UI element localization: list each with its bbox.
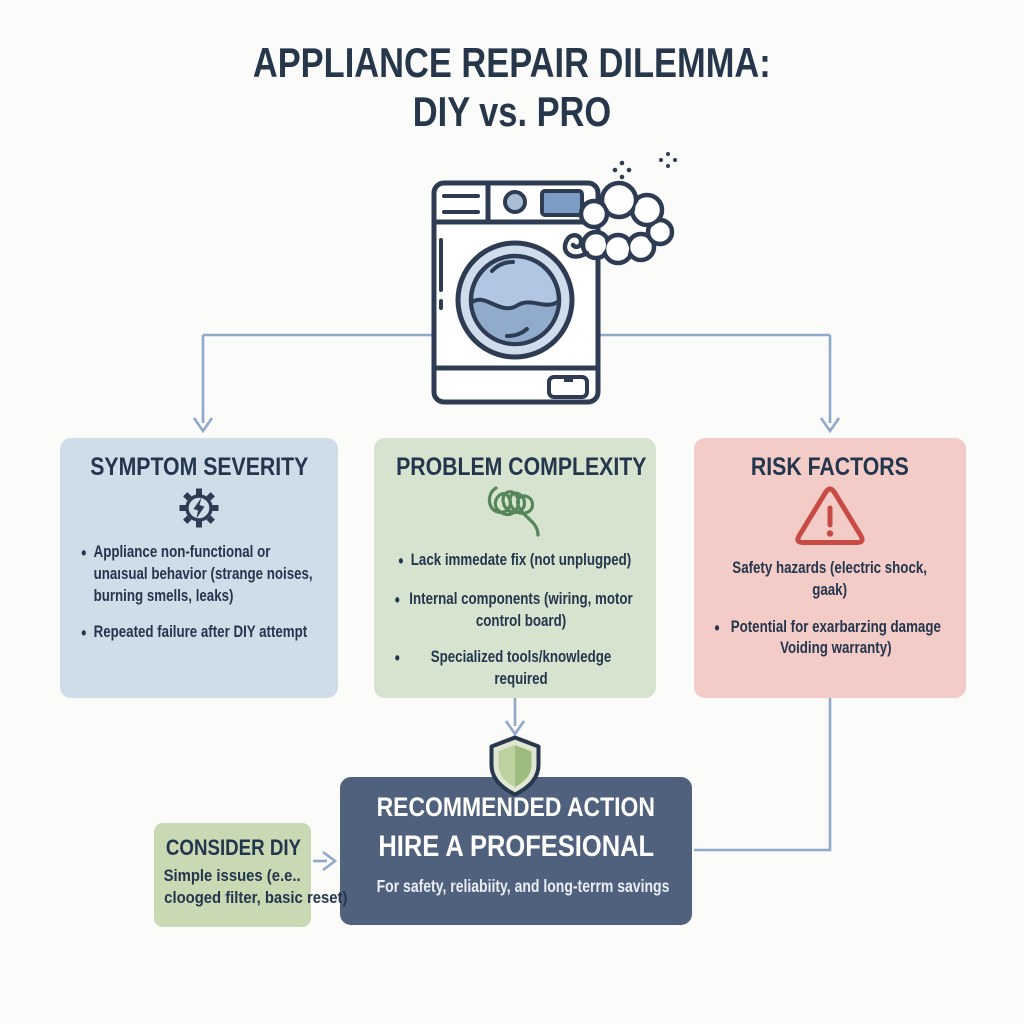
consider-diy-box: CONSIDER DIY Simple issues (e.e.. clooge…	[154, 823, 348, 927]
bullet-text: Appliance non-functional or unaısual beh…	[93, 543, 313, 605]
title-line-1: APPLIANCE REPAIR DILEMMA:	[253, 39, 771, 86]
list-item: Potential for exarbarzing damage Voiding…	[715, 617, 945, 661]
gear-lightning-icon	[60, 484, 338, 532]
recommended-action-note: For safety, reliabiity, and long-terrm s…	[376, 876, 670, 896]
arrow-down-right	[819, 417, 841, 434]
bullet-dot	[81, 542, 86, 607]
list-item: Repeated failure after DIY attempt	[81, 622, 317, 646]
bullet-text: Internal components (wiring, motor contr…	[409, 589, 633, 630]
smoke-cloud-icon	[562, 180, 675, 266]
bullet-text: Potential for exarbarzing damage Voiding…	[731, 617, 942, 658]
machine-knob	[503, 190, 527, 214]
bullet-dot	[399, 550, 404, 574]
list-item: Appliance non-functional or unaısual beh…	[81, 542, 317, 607]
list-item: Lack immedate fix (not unplugped)	[395, 550, 635, 574]
recommended-action-heading: RECOMMENDED ACTION	[376, 792, 656, 822]
bullet-text: Repeated failure after DIY attempt	[93, 623, 307, 642]
elbow-connector-risk-to-action	[694, 698, 832, 852]
title-line-2: DIY vs. PRO	[412, 88, 612, 136]
list-item: Safety hazards (electric shock, gaak)	[715, 558, 945, 602]
card-bullet-list: Safety hazards (electric shock, gaak) Po…	[694, 558, 966, 660]
list-item: Specialized tools/knowledge required	[395, 647, 635, 691]
card-title: RISK FACTORS	[751, 453, 909, 481]
symptom-severity-card: SYMPTOM SEVERITY Appliance non-functiona…	[60, 438, 338, 698]
card-title: PROBLEM COMPLEXITY	[396, 453, 647, 481]
washing-machine-icon	[431, 152, 677, 405]
arrow-right-diy	[322, 850, 338, 872]
bullet-dot	[81, 622, 86, 646]
bullet-text: Specialized tools/knowledge required	[430, 648, 612, 689]
machine-display	[540, 189, 584, 217]
bullet-dot	[395, 647, 400, 691]
page-title: APPLIANCE REPAIR DILEMMA: DIY vs. PRO	[0, 38, 1024, 136]
risk-factors-card: RISK FACTORS Safety hazards (electric sh…	[694, 438, 966, 698]
arrow-down-middle	[504, 720, 526, 737]
list-item: Internal components (wiring, motor contr…	[395, 589, 635, 633]
bullet-dot	[715, 617, 720, 661]
tangled-knot-icon	[374, 480, 656, 540]
bullet-dot	[395, 589, 400, 633]
card-bullet-list: Appliance non-functional or unaısual beh…	[60, 542, 338, 646]
consider-diy-title: CONSIDER DIY	[165, 835, 302, 860]
arrow-down-left	[192, 417, 214, 434]
sparkle-dots-icon	[612, 152, 677, 180]
shield-icon	[489, 735, 541, 797]
diy-text-line-1: Simple issues (e.e..	[163, 867, 302, 885]
bullet-text: Safety hazards (electric shock, gaak)	[732, 559, 928, 599]
card-title: SYMPTOM SEVERITY	[89, 453, 309, 481]
recommended-action-box: RECOMMENDED ACTION HIRE A PROFESIONAL Fo…	[340, 777, 692, 925]
problem-complexity-card: PROBLEM COMPLEXITY Lack immedate fix (no…	[374, 438, 656, 698]
bullet-text: Lack immedate fix (not unplugped)	[410, 551, 632, 569]
warning-triangle-icon	[694, 484, 966, 548]
card-bullet-list: Lack immedate fix (not unplugped) Intern…	[374, 550, 656, 691]
hire-professional-heading: HIRE A PROFESIONAL	[378, 830, 654, 863]
diy-text-line-2: clooged filter, basic reset)	[164, 889, 348, 908]
